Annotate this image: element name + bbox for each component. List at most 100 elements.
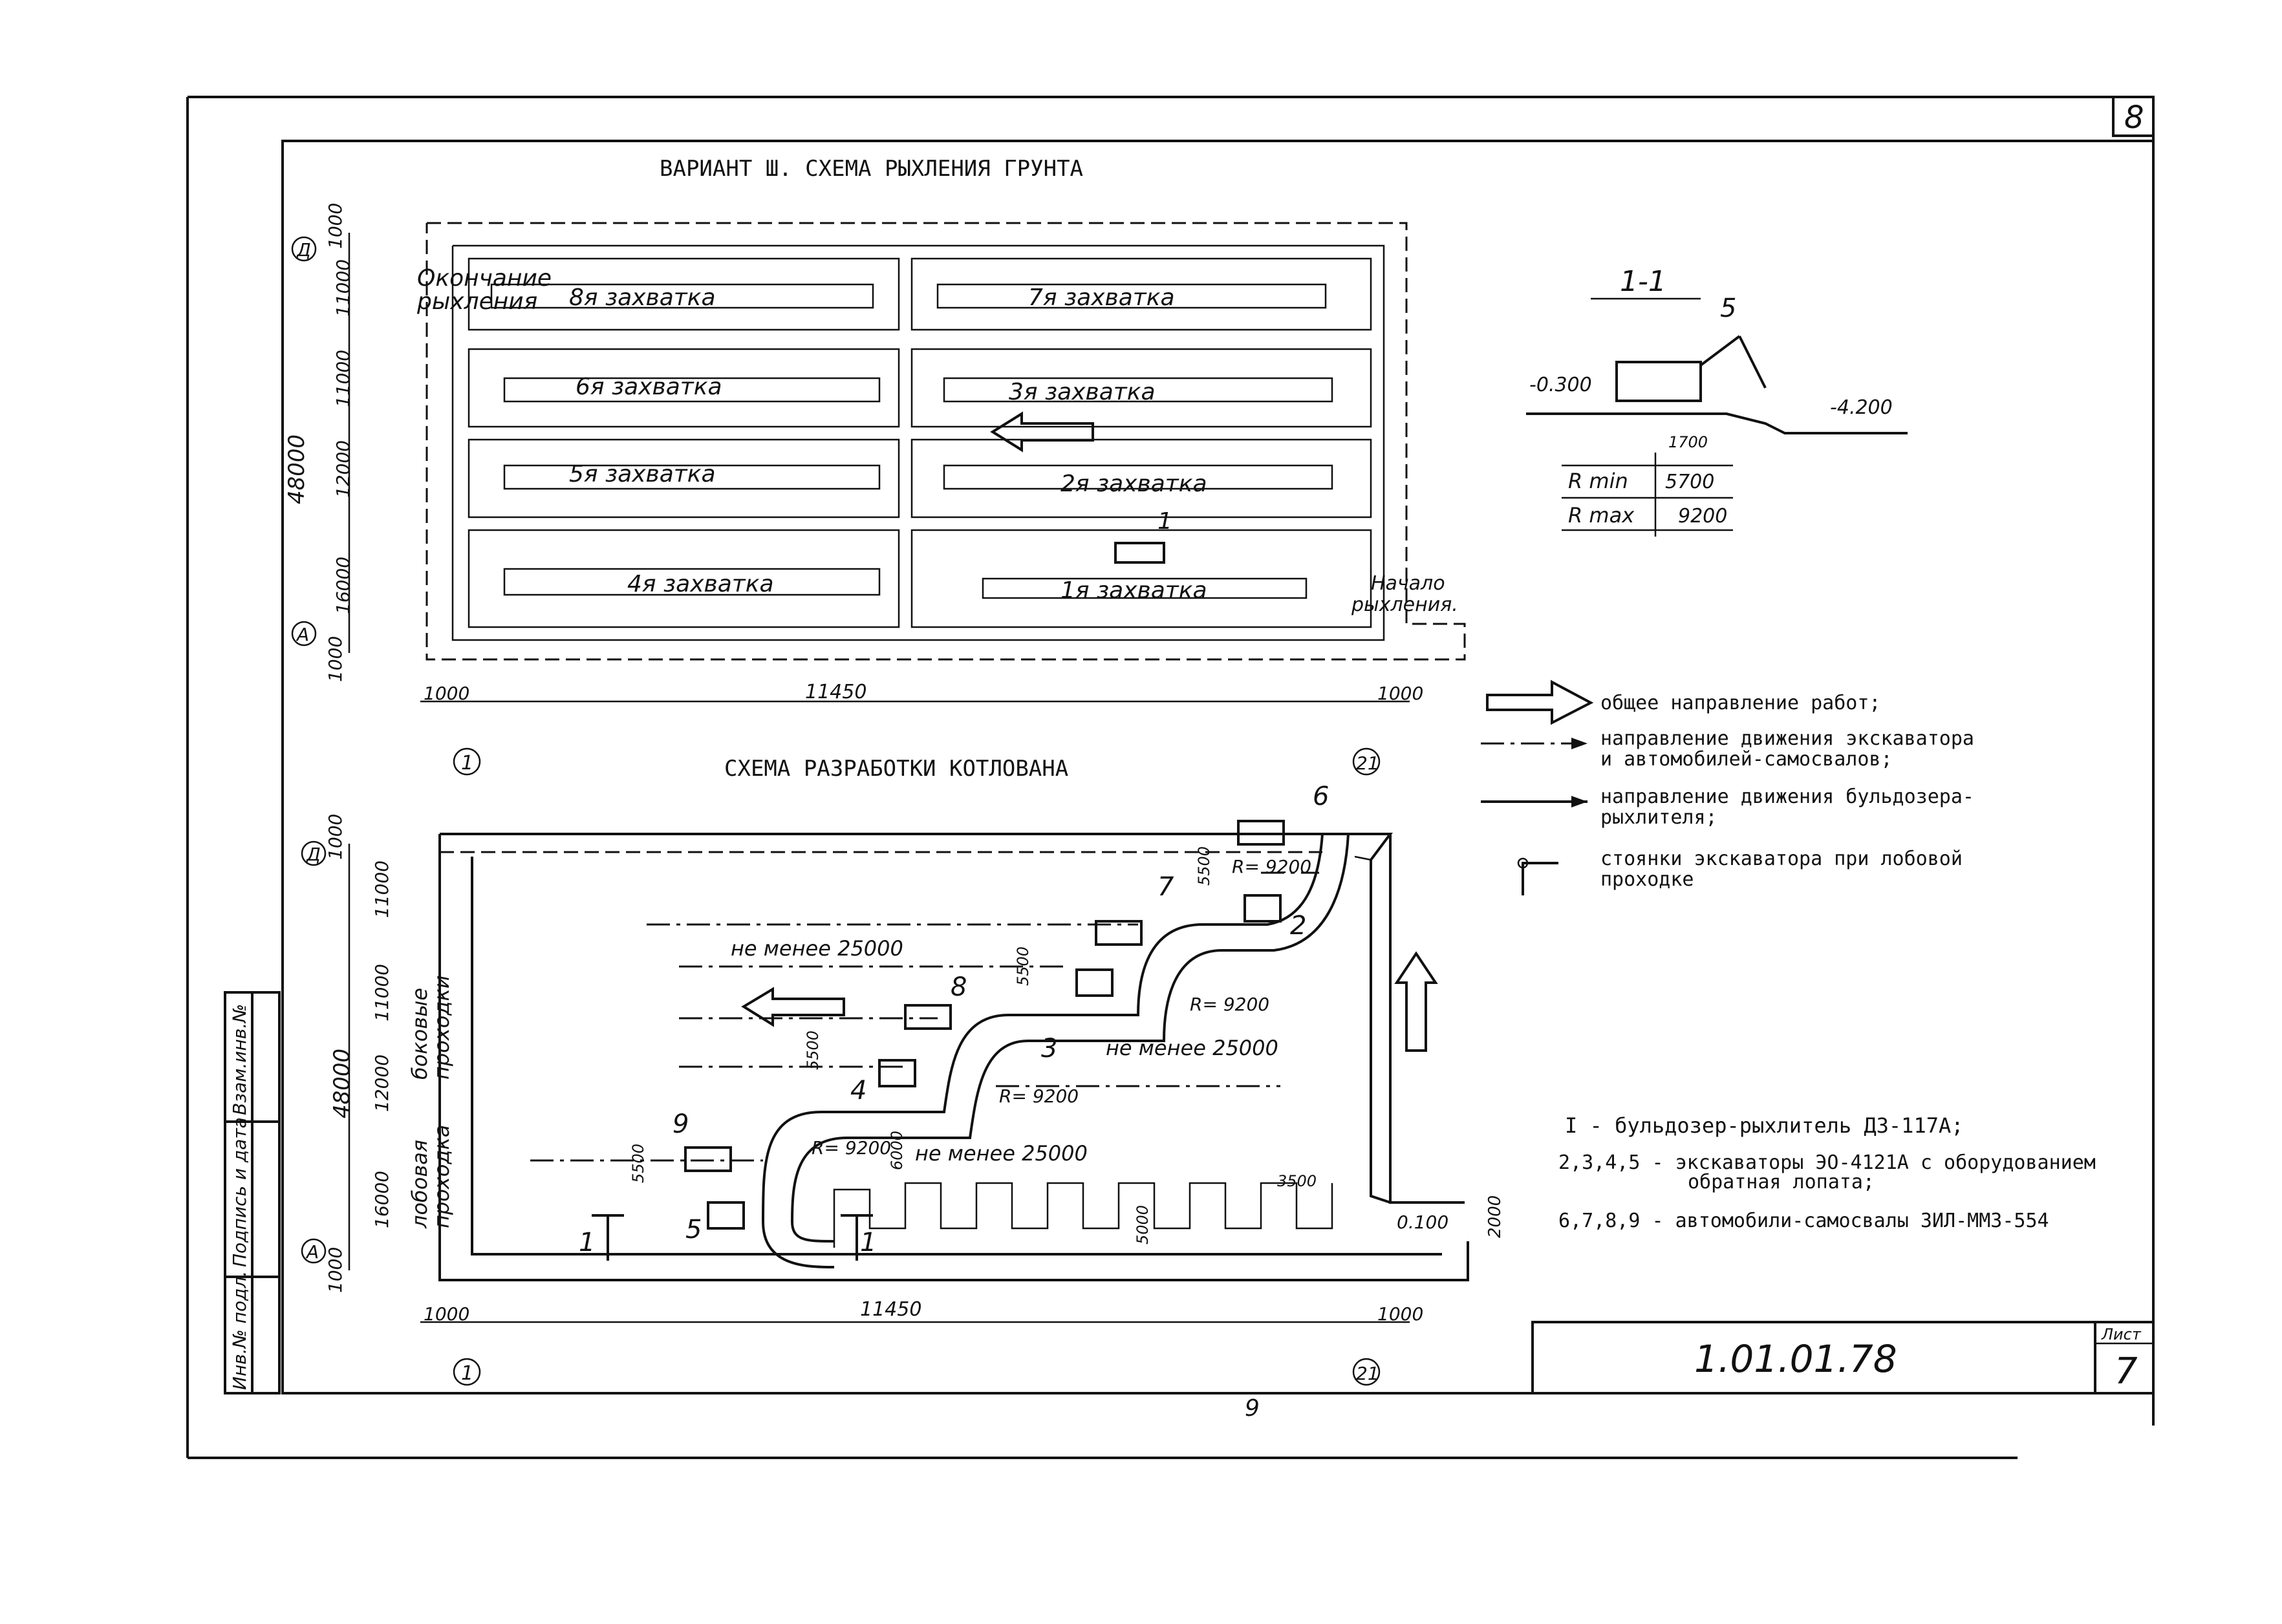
excavation-plan: СХЕМА РАЗРАБОТКИ КОТЛОВАНА [301,756,1505,1386]
machines-list: I - бульдозер-рыхлитель ДЗ-117А; 2,3,4,5… [1558,1113,2096,1232]
num-1b: 1 [860,1228,876,1257]
dump-truck-6-icon [1237,820,1285,846]
title-block: 1.01.01.78 Лист 7 [1531,1321,2155,1394]
pass-label-1: 1я захватка [1060,577,1207,604]
level-left: -0.300 [1529,374,1592,396]
p2-axis-right: 21 [1356,1363,1379,1384]
side-pass-line2: проходки [429,975,454,1080]
num-3: 3 [1041,1034,1057,1063]
rmax-label: R max [1568,503,1635,528]
excavator-3-icon [1075,968,1114,997]
loosening-plan: ВАРИАНТ Ш. СХЕМА РЫХЛЕНИЯ ГРУНТА 8я захв… [284,156,1466,776]
page-number: 9 [1245,1395,1260,1422]
section-machine-num: 5 [1720,294,1736,323]
p2-dim-11000a: 11000 [371,860,393,918]
pass-label-6: 6я захватка [576,374,722,400]
pass-label-7: 7я захватка [1028,284,1175,311]
sheet-corner-number: 8 [2124,100,2144,136]
legend-text-4b: проходке [1600,868,1694,891]
p2-dim-12000: 12000 [371,1054,393,1112]
p1-dim-11000b: 11000 [332,350,354,407]
num-1a: 1 [579,1228,595,1257]
num-4: 4 [850,1076,867,1106]
p1-total-height: 48000 [284,434,310,504]
machine-line-1: I - бульдозер-рыхлитель ДЗ-117А; [1565,1113,1964,1138]
num-2: 2 [1290,911,1306,941]
num-5: 5 [685,1215,702,1245]
p2-bdim-left: 1000 [424,1303,469,1325]
bulldozer-num: 1 [1157,508,1172,535]
dim-5000: 5000 [1134,1205,1152,1245]
plan2-left-arrow-icon [741,987,845,1027]
num-7: 7 [1157,872,1174,902]
legend-text-2a: направление движения экскаватора [1600,727,1974,750]
bulldozer-icon [1114,542,1165,564]
machine-line-3: обратная лопата; [1688,1171,1875,1193]
dim-5500-a: 5500 [1195,846,1213,886]
dump-truck-7-icon [1095,920,1143,946]
excavator-4-icon [878,1059,916,1087]
side-pass-line1: боковые [407,988,432,1080]
dim-5500-b: 5500 [1014,946,1032,986]
dim-5500-c: 5500 [804,1031,822,1070]
p2-bdim-right: 1000 [1377,1303,1423,1325]
p2-bdim-mid: 11450 [860,1298,921,1321]
plan2-up-arrow-icon [1394,951,1438,1052]
front-pass-label: лобовая проходка [407,1125,454,1229]
legend-text-2b: и автомобилей-самосвалов; [1600,748,1893,771]
p2-dim-bottom: 1000 [325,1247,346,1293]
plan2-title: СХЕМА РАЗРАБОТКИ КОТЛОВАНА [724,756,1068,782]
level-0100: 0.100 [1397,1212,1448,1233]
p1-axis-top: Д [296,239,311,261]
dim-5500-d: 5500 [629,1144,647,1183]
general-direction-arrow [990,411,1094,453]
p1-bdim-left: 1000 [424,683,469,704]
p1-dim-16000: 16000 [332,557,354,614]
rmin-value: 5700 [1665,471,1714,493]
front-pass-line1: лобовая [407,1140,432,1229]
p2-dim-11000b: 11000 [371,964,393,1021]
pass-label-2: 2я захватка [1060,471,1207,497]
end-label-line1: Окончание [417,265,552,292]
start-label-line1: Начало [1371,572,1445,595]
p1-dim-11000a: 11000 [332,259,354,317]
radius-1: R= 9200 [1232,856,1311,877]
stamp-vzam: Взам.инв.№ [229,1004,250,1115]
p2-axis-left: 1 [461,1362,473,1385]
p2-axis-bottom: А [305,1241,319,1263]
pass-label-5: 5я захватка [569,461,716,487]
p1-axis-bottom: А [296,624,309,645]
p1-axis-right: 21 [1356,753,1379,774]
not-less-2: не менее 25000 [1106,1036,1278,1060]
plan1-title: ВАРИАНТ Ш. СХЕМА РЫХЛЕНИЯ ГРУНТА [660,156,1083,182]
num-6: 6 [1313,782,1329,811]
p1-dim-bottom: 1000 [325,636,346,682]
rmax-value: 9200 [1678,505,1727,528]
legend-text-1: общее направление работ; [1600,692,1880,714]
section-excavator-icon [1615,361,1702,402]
p2-dim-16000: 16000 [371,1171,393,1228]
section-dim-small: 1700 [1668,433,1708,451]
legend: общее направление работ; направление дви… [1481,679,1974,895]
sheet-label: Лист [2101,1325,2142,1343]
stamp-inv-podl: Инв.№ подл. [229,1271,250,1390]
drawing-code: 1.01.01.78 [1694,1337,1897,1381]
num-8: 8 [951,972,967,1002]
loosening-start-label: Начало рыхления. [1351,572,1458,616]
level-right: -4.200 [1830,396,1893,419]
side-pass-label: боковые проходки [407,975,454,1080]
dim-3500: 3500 [1277,1172,1317,1190]
not-less-3: не менее 25000 [915,1141,1088,1166]
radius-3: R= 9200 [999,1085,1079,1107]
dim-6000: 6000 [888,1131,906,1170]
radius-4: R= 9200 [812,1137,891,1159]
p1-bdim-mid: 11450 [805,681,867,703]
dim-2000: 2000 [1485,1195,1505,1238]
legend-big-arrow-icon [1486,679,1594,725]
legend-station-icon [1522,862,1558,895]
left-stamp: Инв.№ подл. Подпись и дата Взам.инв.№ [224,991,281,1394]
machine-line-2: 2,3,4,5 - экскаваторы ЭО-4121А с оборудо… [1558,1151,2096,1174]
end-label-line2: рыхления [416,288,537,315]
machine-line-4: 6,7,8,9 - автомобили-самосвалы ЗИЛ-ММЗ-5… [1558,1210,2049,1232]
